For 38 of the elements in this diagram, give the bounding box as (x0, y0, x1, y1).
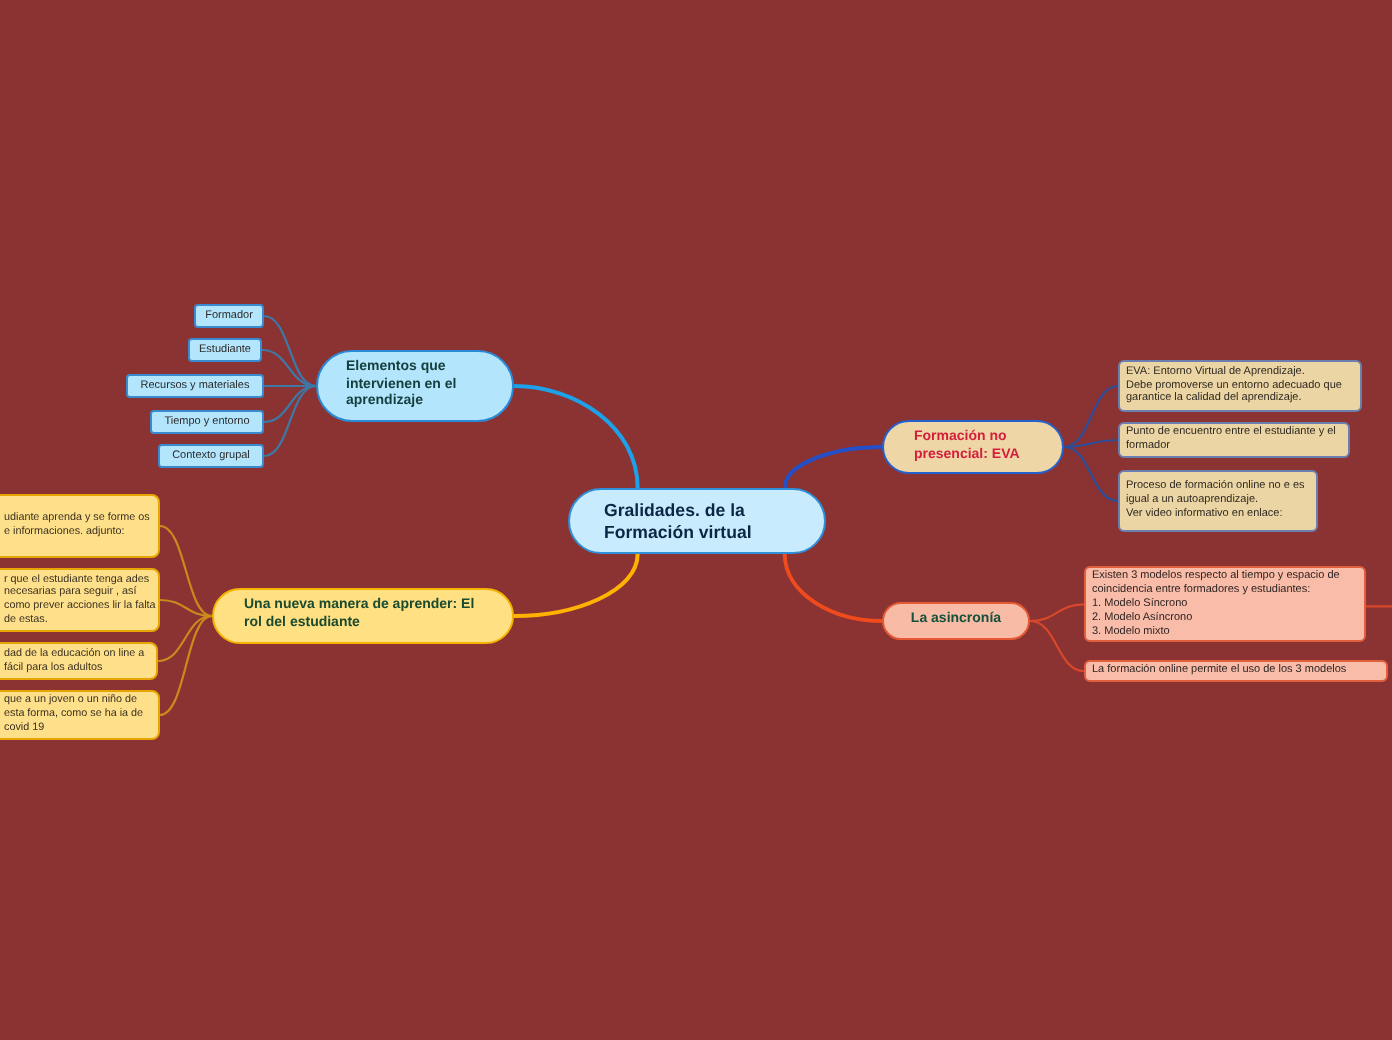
connector-line (157, 614, 213, 663)
connector-line (159, 524, 213, 618)
central-topic-text: Gralidades. de la Formación virtual (604, 499, 754, 543)
subtopic-box (0, 690, 160, 740)
subtopic-box (194, 304, 264, 328)
connector-line (264, 384, 316, 388)
subtopic-box (150, 410, 264, 434)
connector-line (1366, 605, 1392, 608)
connector-line (513, 553, 640, 618)
connector-line (159, 598, 213, 618)
central-topic (568, 488, 826, 554)
connector-line (263, 314, 317, 388)
subtopic-box (1118, 470, 1318, 532)
subtopic-box (1118, 360, 1362, 412)
connector-line (263, 384, 317, 424)
subtopic-box (1118, 422, 1350, 458)
topic-node (882, 602, 1030, 640)
subtopic-box (0, 494, 160, 558)
connector-line (513, 384, 640, 489)
subtopic-box (126, 374, 264, 398)
subtopic-box (0, 642, 158, 680)
connector-line (782, 553, 883, 623)
topic-node (316, 350, 514, 422)
connector-line (1029, 619, 1085, 673)
topic-node (882, 420, 1064, 474)
connector-line (263, 384, 317, 458)
subtopic-box (1084, 660, 1388, 682)
connector-line (1029, 603, 1085, 623)
connector-line (1063, 438, 1119, 449)
connector-line (782, 445, 883, 489)
subtopic-box (188, 338, 262, 362)
subtopic-box (1084, 566, 1366, 643)
connector-line (1063, 445, 1119, 503)
connector-line (159, 614, 213, 717)
connector-line (1063, 384, 1119, 449)
topic-node (212, 588, 514, 644)
subtopic-box (158, 444, 264, 468)
connector-line (261, 348, 317, 388)
